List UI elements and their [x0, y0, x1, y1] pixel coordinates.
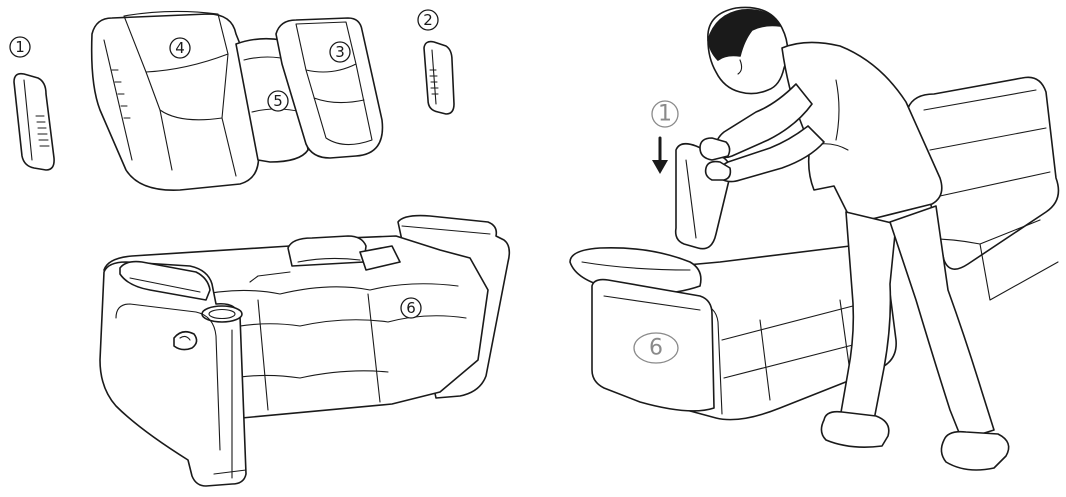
- callout-label-2: 2: [423, 11, 433, 29]
- technician-figure: [699, 6, 1010, 471]
- armrest-being-installed: [674, 142, 732, 250]
- callout-left-armrest: 1: [9, 36, 31, 58]
- callout-label-1: 1: [15, 38, 25, 56]
- left-armrest-piece: [13, 72, 55, 171]
- seat-base-assembly: [99, 214, 511, 487]
- callout-seat-base: 6: [400, 297, 422, 319]
- callout-label-5: 5: [273, 92, 283, 110]
- callout-right-backrest: 3: [329, 41, 351, 63]
- callout-step: 1: [651, 100, 679, 128]
- callout-label-3: 3: [335, 43, 345, 61]
- right-armrest-piece: [423, 40, 455, 115]
- callout-install-base: 6: [633, 332, 679, 364]
- callout-left-backrest: 4: [169, 37, 191, 59]
- callout-right-armrest: 2: [417, 9, 439, 31]
- callout-middle-backrest: 5: [267, 90, 289, 112]
- arrow-down-icon: [652, 136, 668, 174]
- callout-label-6: 6: [406, 299, 416, 317]
- callout-label-4: 4: [175, 39, 185, 57]
- callout-label-base: 6: [649, 336, 663, 361]
- callout-label-step: 1: [658, 102, 672, 127]
- left-backrest-piece: [90, 10, 260, 191]
- right-backrest-piece: [275, 17, 384, 159]
